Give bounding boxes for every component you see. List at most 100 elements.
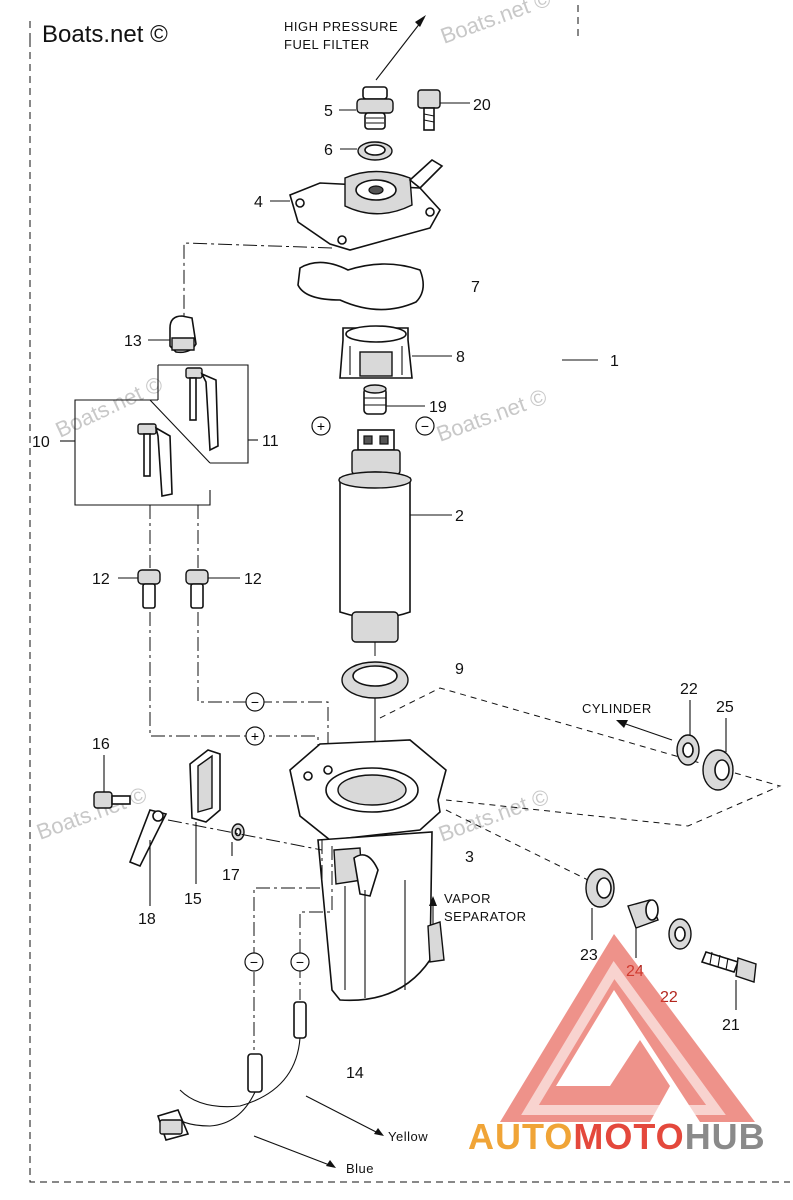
part-label-12-right: 12 [244,571,262,588]
automotohub-logo-mark [500,934,755,1122]
cylinder-arrowhead [616,720,628,728]
part-label-12-left: 12 [92,571,110,588]
watermark: Boats.net © [437,0,554,49]
watermark: Boats.net © [433,384,550,447]
yellow-arrowhead [374,1128,384,1136]
part-label-7: 7 [471,279,480,296]
part-12-left-screw [137,569,161,609]
part-21-bolt [700,951,757,983]
wire-minus-marker: − [245,692,265,712]
part-label-1: 1 [610,353,619,370]
watermark: Boats.net © [33,782,150,845]
part-5-fitting [356,86,394,130]
part-label-21: 21 [722,1017,740,1034]
harness-minus-marker-right: − [290,952,310,972]
flow-arrow-line [375,17,425,81]
part-10-wire-lead [137,423,173,497]
note-separator: SEPARATOR [444,909,527,924]
terminal-minus-marker: − [415,416,435,436]
part-22-bottom-washer [668,918,692,950]
wire-run-plus [149,612,319,780]
terminal-plus-marker: + [311,416,331,436]
part-3-housing [289,739,447,1002]
part-label-15: 15 [184,891,202,908]
part-17-washer [231,823,245,841]
part-label-6: 6 [324,142,333,159]
part-label-8: 8 [456,349,465,366]
part-label-2: 2 [455,508,464,525]
part-19-filter [363,384,387,415]
svg-text:−: − [296,954,304,970]
part-13-boot [169,315,197,354]
part-9-seal [341,661,409,699]
dash-line-grommets [445,809,589,881]
wire-label-yellow: Yellow [388,1129,428,1144]
svg-text:−: − [250,954,258,970]
part-label-13: 13 [124,333,142,350]
note-cylinder: CYLINDER [582,701,652,716]
part-label-25: 25 [716,699,734,716]
part-label-4: 4 [254,194,263,211]
part-16-bolt [93,791,131,809]
automotohub-logo-wordmark: AUTOMOTOHUB [468,1116,766,1158]
chain-line-ground [167,819,323,851]
vapor-arrowhead [429,896,437,906]
svg-text:−: − [421,418,429,434]
part-label-10: 10 [32,434,50,451]
note-high-pressure: HIGH PRESSURE [284,19,398,34]
part-24-collar [627,899,659,929]
dash-line-cylinder-group [379,687,782,827]
part-2-fuel-pump [338,429,412,643]
part-label-20: 20 [473,97,491,114]
part-label-16: 16 [92,736,110,753]
logo-word-moto: MOTO [573,1116,685,1157]
part-label-23: 23 [580,947,598,964]
part-label-9: 9 [455,661,464,678]
part-12-right-screw [185,569,209,609]
cylinder-arrow-line [619,721,673,741]
leader-blue [253,1135,333,1167]
part-label-5: 5 [324,103,333,120]
flow-arrowhead [415,15,426,27]
svg-text:+: + [251,728,259,744]
wire-group-divider [149,399,211,464]
wire-group-box-10 [74,399,211,506]
wire-group-box-11 [158,364,249,464]
part-label-11: 11 [262,433,279,450]
part-20-bolt [417,89,441,131]
part-4-cover [289,159,444,251]
part-8-nut [339,325,413,379]
part-14-wiring-harness [156,1001,307,1141]
part-label-3: 3 [465,849,474,866]
svg-text:+: + [317,418,325,434]
note-fuel-filter: FUEL FILTER [284,37,370,52]
part-label-19: 19 [429,399,447,416]
part-label-22-top: 22 [680,681,698,698]
part-18-ground-strap [128,809,168,868]
part-label-14: 14 [346,1065,364,1082]
part-25-grommet [702,749,734,791]
wire-label-blue: Blue [346,1161,374,1176]
part-22-top-washer [676,734,700,766]
part-11-wire-lead [185,367,219,452]
part-23-grommet [585,868,615,908]
blue-arrowhead [326,1160,336,1168]
harness-run-left [253,840,323,1050]
harness-minus-marker-left: − [244,952,264,972]
logo-word-hub: HUB [684,1116,766,1157]
part-7-gasket [297,261,424,311]
part-15-bracket [189,749,221,823]
watermark: Boats.net © [435,784,552,847]
note-vapor: VAPOR [444,891,491,906]
leader-yellow [305,1095,381,1135]
harness-run-right [299,846,333,1000]
outer-frame [29,40,790,1183]
svg-text:−: − [251,694,259,710]
watermark-corner: Boats.net © [42,21,168,48]
part-label-17: 17 [222,867,240,884]
wire-plus-marker: + [245,726,265,746]
logo-word-auto: AUTO [468,1116,574,1157]
part-6-oring [357,141,393,161]
